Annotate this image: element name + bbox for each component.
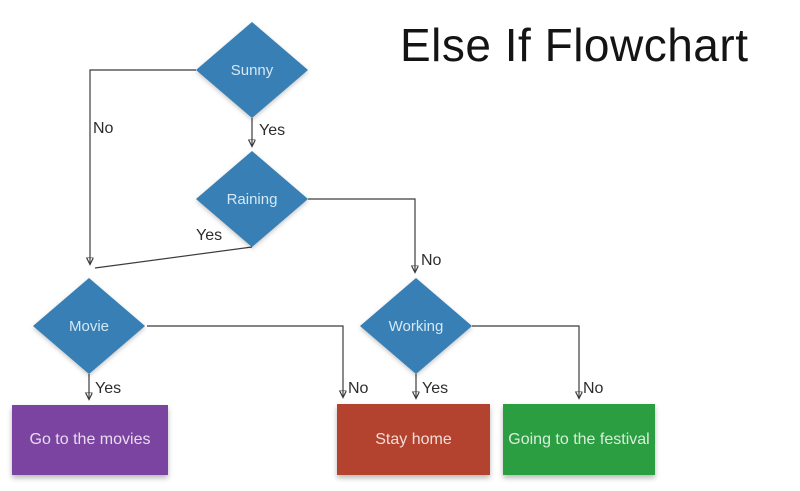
decision-movie: Movie [33, 278, 145, 374]
result-go-to-the-movies-label: Go to the movies [29, 431, 151, 448]
edge-label-working-no: No [583, 380, 604, 397]
decision-working-label: Working [388, 317, 444, 335]
decision-working: Working [360, 278, 472, 374]
result-go-to-the-movies: Go to the movies [12, 405, 168, 475]
result-stay-home: Stay home [337, 404, 490, 475]
result-going-to-the-festival-label: Going to the festival [508, 430, 650, 448]
edge-label-raining-no: No [421, 252, 442, 269]
decision-movie-label: Movie [68, 317, 109, 335]
result-stay-home-label: Stay home [375, 430, 452, 448]
edge-sunny-no-line [90, 69, 196, 264]
result-going-to-the-festival: Going to the festival [503, 404, 655, 475]
decision-sunny-label: Sunny [230, 61, 274, 79]
edge-label-movie-yes: Yes [95, 380, 122, 397]
decision-movie-shape: Movie [33, 278, 145, 374]
page-title: Else If Flowchart [400, 19, 749, 71]
decision-raining-label: Raining [226, 190, 278, 208]
edge-label-raining-yes: Yes [196, 227, 223, 244]
decision-raining: Raining [196, 151, 308, 247]
edge-movie-no-line [147, 325, 343, 397]
edge-label-sunny-no: No [93, 120, 114, 137]
decision-sunny-shape: Sunny [196, 22, 308, 118]
edge-label-sunny-yes: Yes [259, 122, 286, 139]
decision-working-shape: Working [360, 278, 472, 374]
edge-raining-yes-line [94, 246, 253, 269]
edge-working-no-line [472, 325, 579, 398]
decision-sunny: Sunny [196, 22, 308, 118]
edge-label-working-yes: Yes [422, 380, 449, 397]
edge-raining-no-line [308, 198, 415, 272]
edge-label-movie-no: No [348, 380, 369, 397]
